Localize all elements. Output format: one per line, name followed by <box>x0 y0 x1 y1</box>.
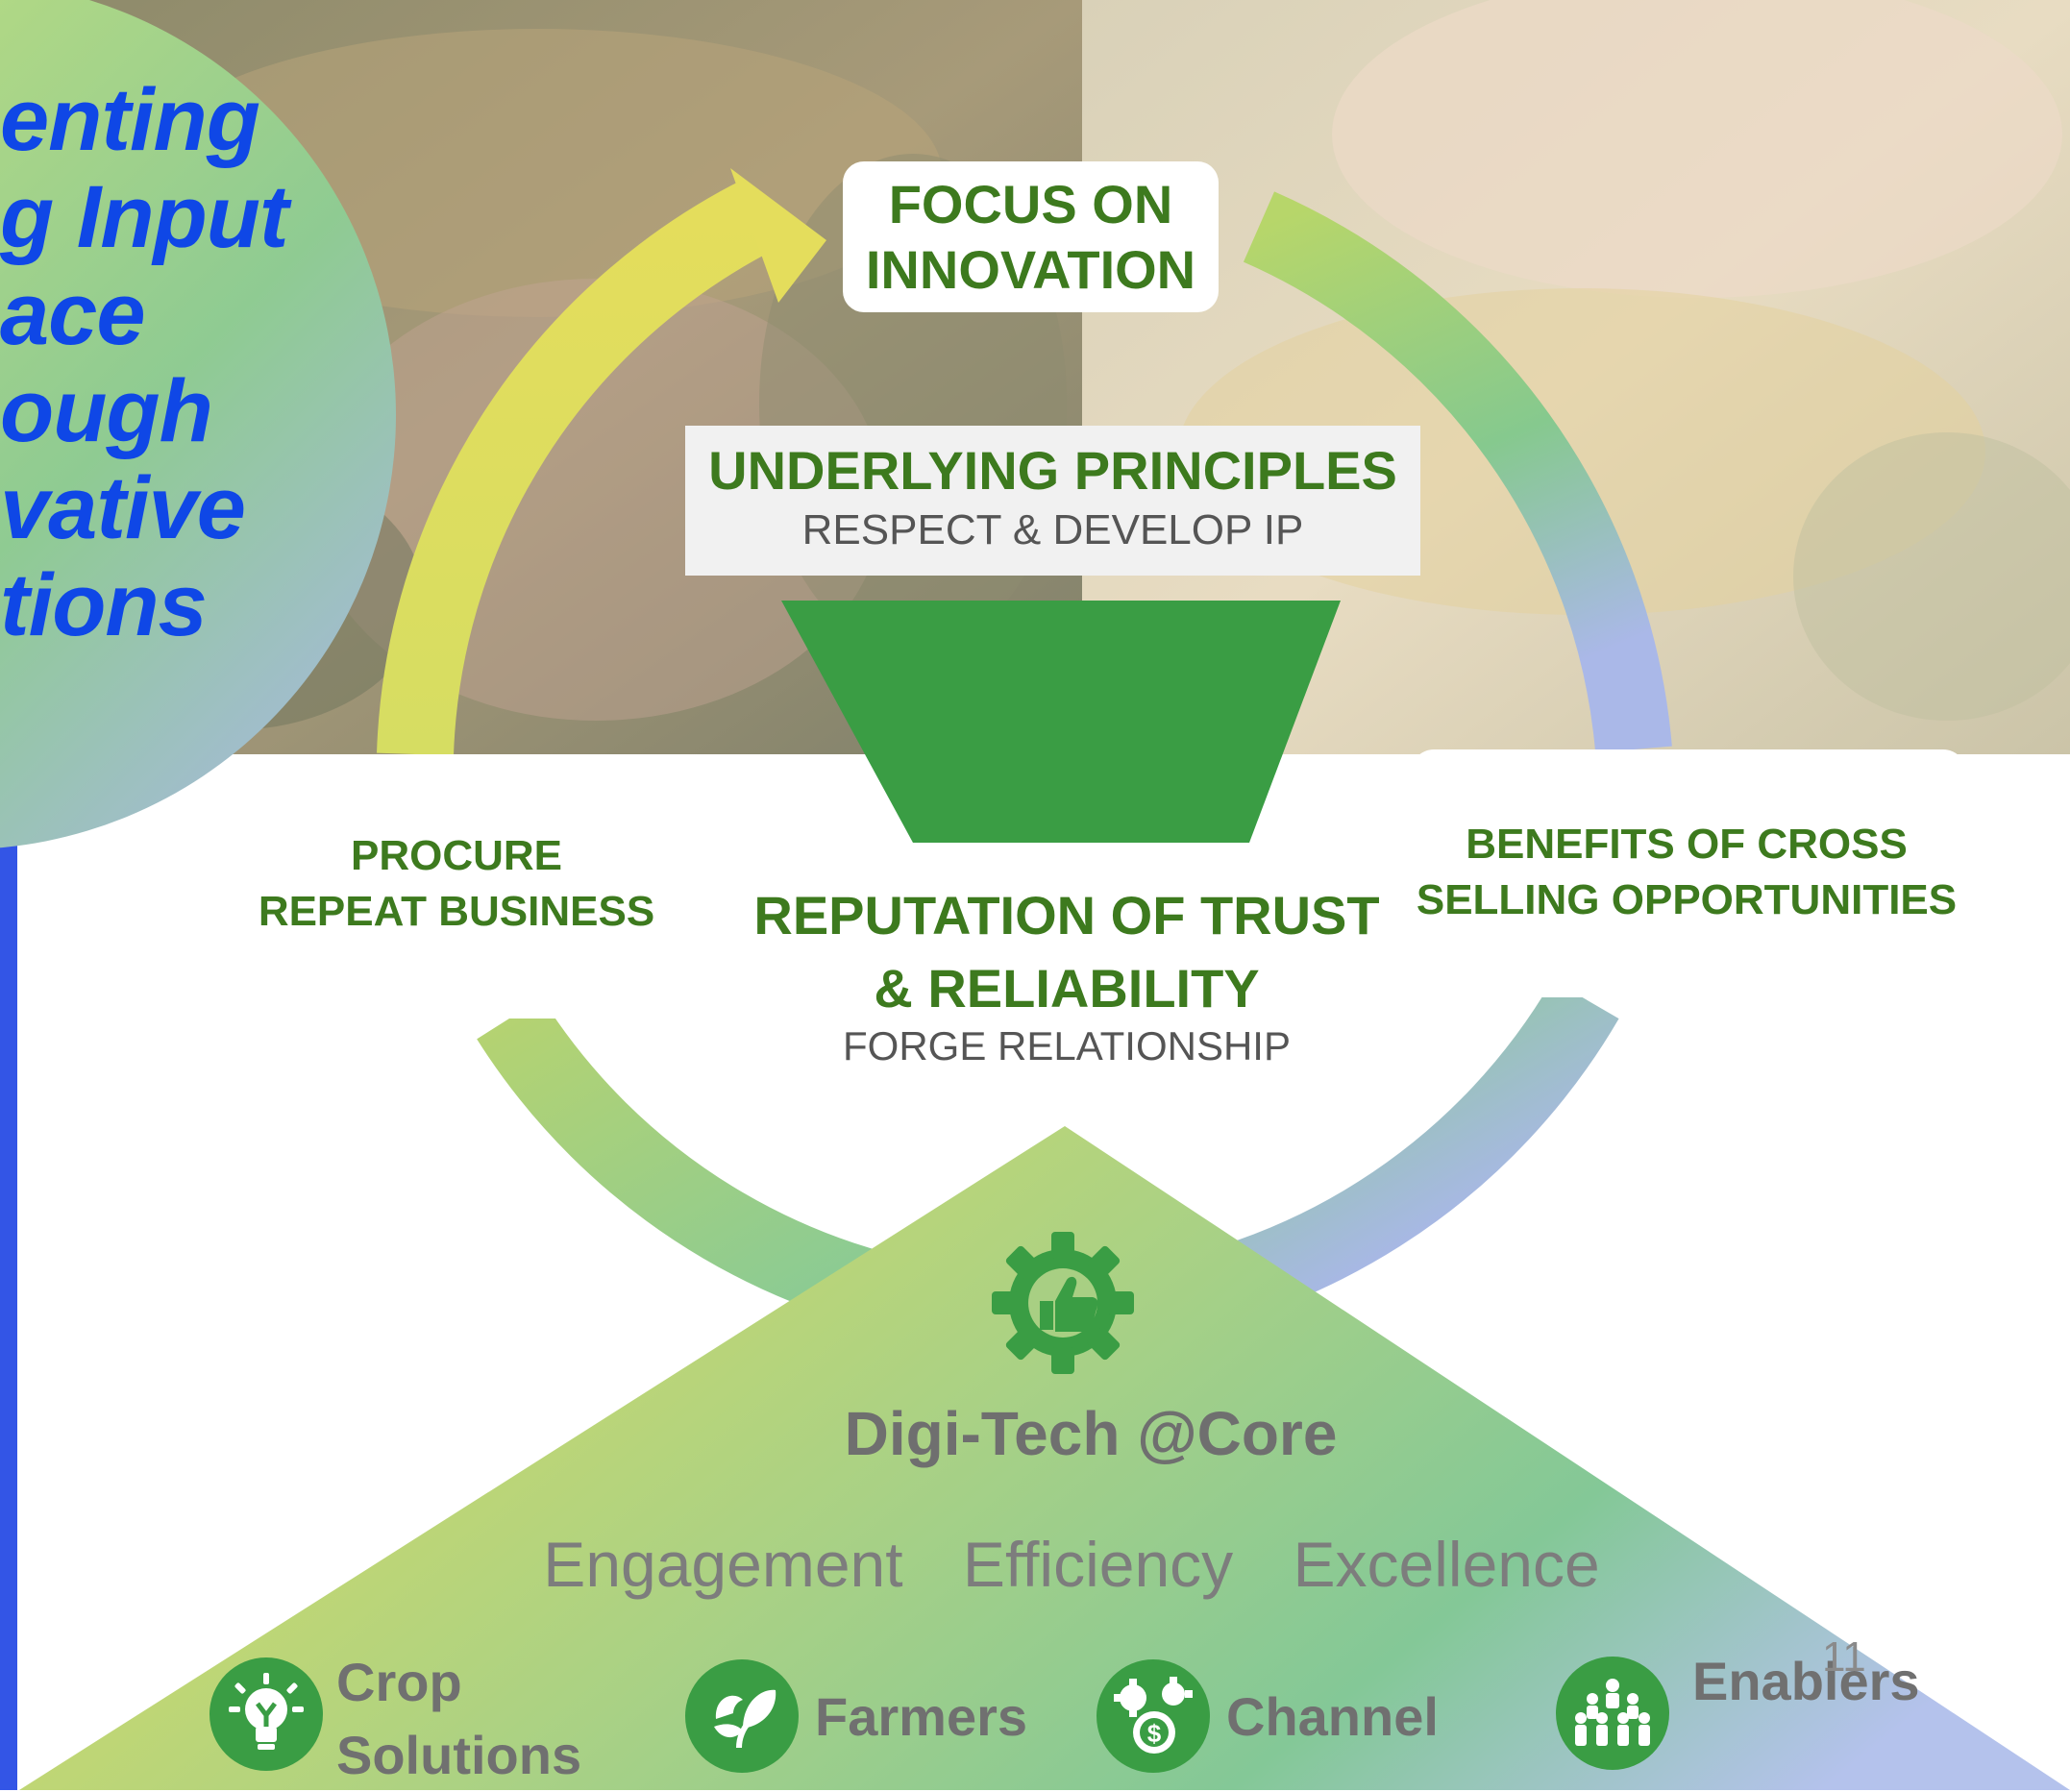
principles-funnel <box>781 601 1341 843</box>
core-value-engagement: Engagement <box>543 1529 903 1600</box>
people-group-icon <box>1575 1679 1650 1746</box>
arrow-left <box>377 180 777 756</box>
core-value-efficiency: Efficiency <box>962 1529 1234 1600</box>
tagline-circle <box>0 0 396 848</box>
crop-line-1: Crop <box>336 1652 462 1712</box>
farmers-label: Farmers <box>815 1686 1028 1747</box>
focus-on-innovation-box: FOCUS ON INNOVATION <box>843 161 1219 312</box>
trust-subtitle: FORGE RELATIONSHIP <box>843 1023 1291 1068</box>
benefits-card <box>1411 749 1966 997</box>
benefits-label: BENEFITS OF CROSS SELLING OPPORTUNITIES <box>1413 817 1960 928</box>
focus-line-1: FOCUS ON <box>888 173 1173 234</box>
gears-dollar-icon: $ <box>1114 1677 1193 1754</box>
arrow-right <box>1243 191 1672 753</box>
gear-thumbs-up-icon <box>992 1232 1134 1374</box>
crop-line-2: Solutions <box>336 1725 582 1785</box>
principles-title: UNDERLYING PRINCIPLES <box>708 440 1397 501</box>
farmers-badge <box>685 1659 799 1773</box>
procure-line-2: REPEAT BUSINESS <box>258 888 655 935</box>
leaf-icon <box>714 1689 776 1749</box>
tagline-line: g Input <box>0 168 289 266</box>
core-values: Engagement Efficiency Excellence <box>519 1528 1624 1601</box>
tagline-line: vative <box>0 459 246 557</box>
channel-label: Channel <box>1226 1686 1439 1747</box>
procure-label: PROCURE REPEAT BUSINESS <box>245 828 668 940</box>
benefits-line-2: SELLING OPPORTUNITIES <box>1416 876 1958 923</box>
trust-line-2: & RELIABILITY <box>874 958 1260 1019</box>
enablers-label: Enablers <box>1692 1651 1920 1711</box>
trust-label: REPUTATION OF TRUST & RELIABILITY <box>750 879 1384 1025</box>
procure-card <box>223 754 689 1019</box>
channel-badge: $ <box>1097 1659 1210 1773</box>
lightbulb-icon <box>229 1673 304 1750</box>
core-value-excellence: Excellence <box>1293 1529 1600 1600</box>
principles-subtitle: RESPECT & DEVELOP IP <box>801 506 1304 553</box>
arrow-left-head <box>730 168 826 303</box>
page-number: 11 <box>1822 1633 1866 1681</box>
tagline: enting g Input ace ough vative tions <box>0 72 346 654</box>
tagline-line: tions <box>0 556 208 654</box>
rice-grain-photo-right <box>1082 0 2070 754</box>
core-title: Digi-Tech @Core <box>844 1399 1338 1468</box>
benefits-line-1: BENEFITS OF CROSS <box>1466 821 1908 868</box>
svg-text:$: $ <box>1147 1719 1162 1748</box>
tagline-line: enting <box>0 71 260 169</box>
crop-solutions-badge <box>209 1657 323 1771</box>
left-accent-bar <box>0 754 17 1790</box>
underlying-principles-box: UNDERLYING PRINCIPLES RESPECT & DEVELOP … <box>685 426 1420 576</box>
focus-line-2: INNOVATION <box>865 238 1196 300</box>
tagline-line: ough <box>0 362 213 460</box>
tagline-line: ace <box>0 265 146 363</box>
trust-line-1: REPUTATION OF TRUST <box>753 885 1380 945</box>
procure-line-1: PROCURE <box>350 832 563 879</box>
enablers-badge <box>1556 1657 1669 1770</box>
core-pyramid <box>19 1126 2070 1790</box>
crop-solutions-label: Crop Solutions <box>336 1646 581 1792</box>
